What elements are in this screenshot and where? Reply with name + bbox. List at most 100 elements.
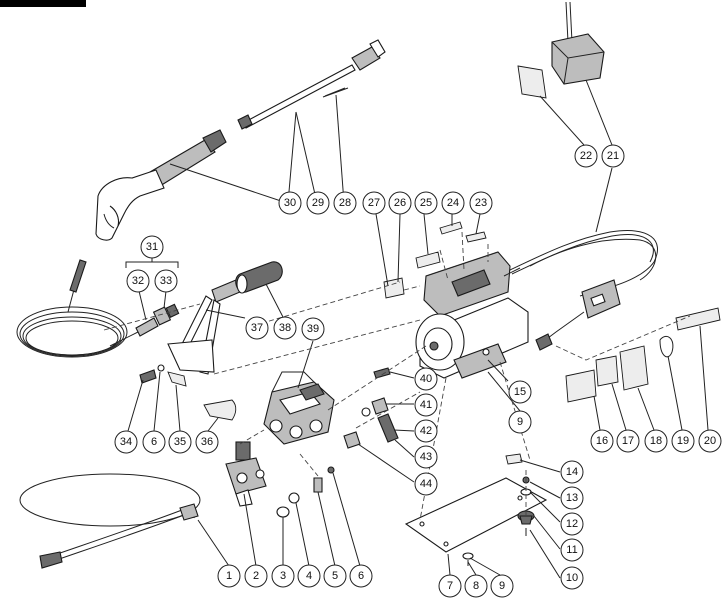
callout-25: 25 [414,191,438,215]
callout-44: 44 [414,472,438,496]
callout-8: 8 [464,574,488,598]
callout-28: 28 [333,191,357,215]
svg-text:9: 9 [499,580,505,592]
callout-9-motor: 9 [508,410,532,434]
svg-text:34: 34 [120,436,132,448]
svg-text:17: 17 [622,435,634,447]
callout-34: 34 [114,430,138,454]
callout-16: 16 [590,429,614,453]
callout-43: 43 [414,445,438,469]
callout-23: 23 [469,191,493,215]
electric-motor [415,251,529,379]
svg-text:27: 27 [368,197,380,209]
svg-text:44: 44 [420,478,432,490]
callout-15: 15 [508,380,532,404]
callout-11: 11 [560,538,584,562]
callout-29: 29 [306,191,330,215]
callout-20: 20 [698,429,722,453]
svg-text:14: 14 [566,466,578,478]
callout-19: 19 [671,429,695,453]
quick-connect-fittings [152,303,180,326]
svg-text:9: 9 [517,416,523,428]
callout-7: 7 [438,574,462,598]
svg-text:6: 6 [358,570,364,582]
callout-33: 33 [154,269,178,293]
trigger-gun [95,129,227,241]
callout-13: 13 [560,486,584,510]
callout-42: 42 [414,419,438,443]
svg-text:38: 38 [279,322,291,334]
callout-24: 24 [441,191,465,215]
svg-text:2: 2 [253,570,259,582]
switch-box [551,1,605,85]
callout-26: 26 [388,191,412,215]
callout-41: 41 [414,393,438,417]
callouts: 1 2 3 4 5 6 6 7 8 9 9 10 11 12 13 14 15 … [114,144,722,598]
svg-text:5: 5 [332,570,338,582]
power-cord-gfci [509,230,658,351]
svg-text:20: 20 [704,435,716,447]
svg-text:26: 26 [394,197,406,209]
callout-36: 36 [195,430,219,454]
svg-text:30: 30 [284,197,296,209]
unloader-valve [225,441,267,507]
svg-text:42: 42 [420,425,432,437]
svg-text:12: 12 [566,518,578,530]
svg-text:3: 3 [280,570,286,582]
high-pressure-hose [16,259,159,358]
callout-1: 1 [217,564,241,588]
svg-text:1: 1 [226,570,232,582]
callout-4: 4 [297,564,321,588]
svg-text:31: 31 [146,241,158,253]
svg-text:11: 11 [566,544,577,556]
svg-text:10: 10 [566,572,578,584]
svg-text:37: 37 [251,322,263,334]
pump-assembly [263,371,335,445]
callout-10: 10 [560,566,584,590]
callout-17: 17 [616,429,640,453]
callout-37: 37 [245,316,269,340]
svg-text:22: 22 [580,150,592,162]
svg-text:40: 40 [420,373,432,385]
warning-label [203,399,237,421]
callout-6-bottom: 6 [349,564,373,588]
callout-21: 21 [601,144,625,168]
wand-decal [322,87,349,98]
svg-text:7: 7 [447,580,453,592]
svg-text:35: 35 [174,436,186,448]
svg-text:41: 41 [420,399,432,411]
header-tab [0,0,86,7]
callout-35: 35 [168,430,192,454]
fittings-small [276,466,335,518]
leader-lines [125,79,709,579]
svg-text:23: 23 [475,197,487,209]
callout-5: 5 [323,564,347,588]
svg-text:6: 6 [151,436,157,448]
svg-text:25: 25 [420,197,432,209]
callout-31: 31 [140,235,164,259]
spray-wand [237,39,386,130]
callout-6-left: 6 [142,430,166,454]
svg-text:32: 32 [132,275,144,287]
svg-text:43: 43 [420,451,432,463]
svg-text:19: 19 [677,435,689,447]
svg-text:8: 8 [473,580,479,592]
callout-27: 27 [362,191,386,215]
svg-text:33: 33 [160,275,172,287]
callout-38: 38 [273,316,297,340]
svg-text:28: 28 [339,197,351,209]
decal-labels [383,65,721,403]
handle-frame [139,279,241,387]
callout-22: 22 [574,144,598,168]
callout-18: 18 [644,429,668,453]
callout-2: 2 [244,564,268,588]
svg-text:24: 24 [447,197,459,209]
callout-40: 40 [414,367,438,391]
svg-text:15: 15 [514,386,526,398]
svg-text:21: 21 [607,150,619,162]
callout-39: 39 [301,317,325,341]
base-plate [404,453,548,566]
callout-3: 3 [271,564,295,588]
inlet-hose [19,473,201,569]
